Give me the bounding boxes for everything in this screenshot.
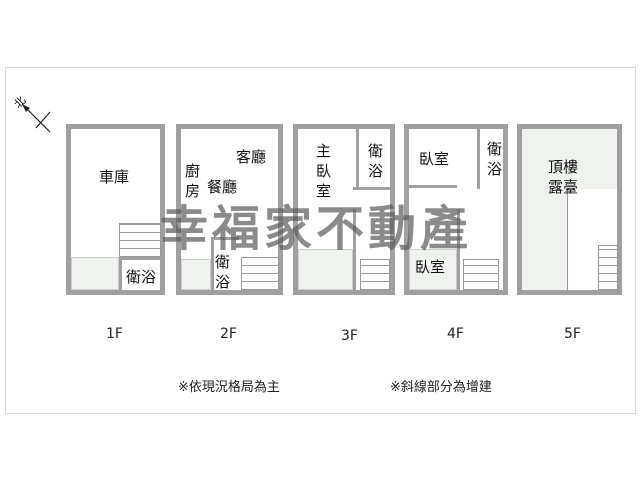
room-bathroom: 衛浴 <box>487 140 503 178</box>
addition-area <box>522 189 568 290</box>
floor-plan-2f: 客廳 餐廳 廚房 衛浴 <box>176 124 283 295</box>
staircase <box>598 245 618 290</box>
room-kitchen: 廚房 <box>185 162 201 200</box>
room-bathroom: 衛浴 <box>215 253 231 291</box>
room-rooftop-terrace: 頂樓露臺 <box>548 158 579 196</box>
floor-plan-5f: 頂樓露臺 <box>517 124 622 295</box>
room-bedroom: 臥室 <box>419 150 450 168</box>
addition-area <box>409 249 457 290</box>
room-bathroom: 衛浴 <box>368 142 384 180</box>
room-garage: 車庫 <box>99 168 130 186</box>
room-master-bedroom: 主臥室 <box>316 142 332 200</box>
room-dining: 餐廳 <box>207 178 238 196</box>
room-bedroom-2: 臥室 <box>415 258 446 276</box>
note-current-layout: ※依現況格局為主 <box>178 380 280 395</box>
note-addition: ※斜線部分為增建 <box>390 380 492 395</box>
addition-area <box>71 257 119 290</box>
staircase <box>360 259 390 290</box>
north-arrow-icon: 北 <box>11 94 58 142</box>
drawing-frame <box>5 67 636 414</box>
floor-label-3f: 3F <box>341 328 358 344</box>
floor-label-5f: 5F <box>564 326 581 342</box>
room-living: 客廳 <box>236 148 267 166</box>
floor-plan-4f: 臥室 衛浴 臥室 <box>404 124 508 295</box>
staircase <box>463 259 499 290</box>
floor-label-1f: 1F <box>106 326 123 342</box>
floor-plan-1f: 車庫 衛浴 <box>66 124 165 295</box>
addition-area <box>522 129 617 189</box>
staircase <box>119 223 161 257</box>
room-bathroom: 衛浴 <box>126 268 157 286</box>
addition-area <box>298 249 353 290</box>
floor-label-4f: 4F <box>447 326 464 342</box>
floor-label-2f: 2F <box>220 326 237 342</box>
watermark: 幸福家不動產 <box>160 201 473 257</box>
staircase <box>241 257 279 290</box>
addition-area <box>181 259 211 290</box>
floor-plan-3f: 主臥室 衛浴 <box>293 124 395 295</box>
